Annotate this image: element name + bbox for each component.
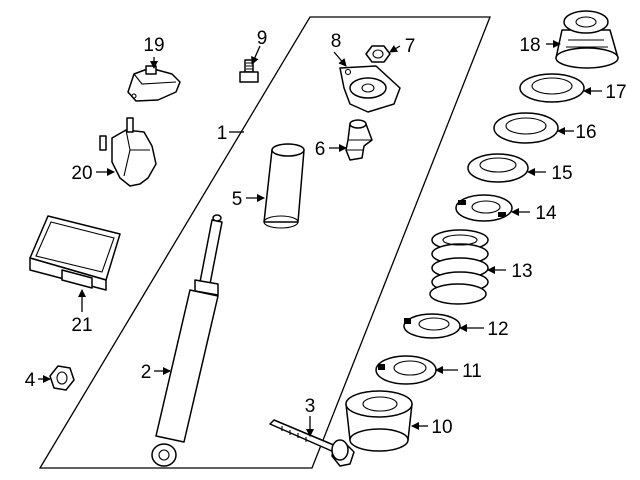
- part-7-nut[interactable]: [365, 45, 391, 63]
- part-6-bump-stop[interactable]: [345, 119, 373, 161]
- part-20-bracket[interactable]: [99, 117, 157, 187]
- callout-4: 4: [25, 370, 36, 391]
- part-14-spring-seat[interactable]: [455, 194, 513, 222]
- callout-15: 15: [551, 163, 572, 184]
- part-3-bolt[interactable]: [269, 419, 355, 467]
- callout-5: 5: [232, 189, 243, 210]
- callout-12: 12: [487, 319, 508, 340]
- callout-3: 3: [305, 396, 316, 417]
- part-11-spring-pad[interactable]: [375, 355, 437, 385]
- callout-18: 18: [519, 35, 540, 56]
- part-10-lower-spring-seat[interactable]: [345, 390, 413, 452]
- callout-13: 13: [511, 261, 532, 282]
- callout-9: 9: [257, 28, 268, 49]
- part-13-coil-spring[interactable]: [429, 229, 489, 305]
- kit-outline: [38, 16, 491, 469]
- callout-7: 7: [405, 36, 416, 57]
- part-21-control-module[interactable]: [29, 215, 121, 291]
- callout-8: 8: [331, 31, 342, 52]
- callout-2: 2: [141, 362, 152, 383]
- part-5-bellows[interactable]: [263, 143, 305, 229]
- callout-21: 21: [71, 315, 92, 336]
- part-18-spring-seat[interactable]: [555, 10, 619, 69]
- part-8-upper-mount[interactable]: [339, 65, 401, 113]
- part-19-sensor[interactable]: [127, 65, 181, 102]
- part-17-insulator[interactable]: [519, 73, 585, 103]
- part-9-bolt[interactable]: [239, 59, 259, 83]
- part-12-spring-pad[interactable]: [403, 313, 461, 339]
- part-16-insulator[interactable]: [493, 112, 559, 144]
- callout-14: 14: [535, 203, 557, 224]
- callout-6: 6: [315, 139, 326, 160]
- callout-16: 16: [575, 122, 596, 143]
- callout-10: 10: [431, 417, 452, 438]
- part-15-spring-pad[interactable]: [467, 153, 529, 183]
- callout-17: 17: [605, 82, 626, 103]
- part-4-nut[interactable]: [49, 365, 75, 391]
- callout-20: 20: [71, 163, 92, 184]
- leader-lines: [38, 40, 602, 437]
- callout-11: 11: [462, 361, 482, 382]
- callout-1: 1: [217, 123, 228, 144]
- callout-19: 19: [143, 35, 164, 56]
- part-2-shock-absorber[interactable]: [151, 214, 223, 467]
